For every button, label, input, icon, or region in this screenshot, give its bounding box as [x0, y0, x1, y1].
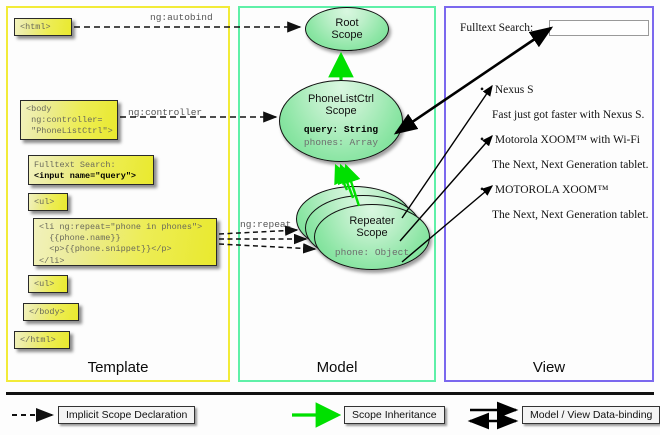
legend-data-binding: Model / View Data-binding: [522, 406, 660, 424]
body-close-box: </body>: [23, 303, 79, 321]
view-search-input[interactable]: [549, 20, 649, 36]
repeater-scope-title-2: Scope: [356, 227, 388, 240]
prop-query-value: String: [343, 124, 379, 136]
view-item-snippet: The Next, Next Generation tablet.: [492, 209, 649, 221]
view-item-name: MOTOROLA XOOM™: [494, 184, 609, 196]
phonelistctrl-scope-title-1: PhoneListCtrl: [307, 92, 375, 105]
view-item-snippet: The Next, Next Generation tablet.: [492, 159, 649, 171]
view-list-item: • MOTOROLA XOOM™: [480, 184, 608, 196]
prop-phone-key: phone:: [334, 246, 370, 258]
view-list-item: • Nexus S: [480, 84, 534, 96]
fulltext-search-code: <input name="query">: [34, 171, 137, 182]
legend-arrow-double: [467, 401, 519, 430]
view-content: Fulltext Search: • Nexus S Fast just got…: [444, 6, 654, 382]
view-inner: Fulltext Search: • Nexus S Fast just got…: [446, 8, 652, 380]
ng-controller-label: ng:controller: [128, 107, 203, 118]
root-scope-title-2: Scope: [331, 29, 363, 41]
li-repeat-box: <li ng:repeat="phone in phones"> {{phone…: [33, 218, 217, 266]
ng-repeat-label: ng:repeat: [240, 219, 292, 230]
html-close-box: </html>: [14, 331, 70, 349]
prop-phones-key: phones:: [303, 136, 344, 148]
html-open-box: <html>: [14, 18, 72, 36]
fulltext-search-box: Fulltext Search: <input name="query">: [28, 155, 154, 185]
root-scope: Root Scope: [305, 7, 389, 51]
ul-open-box: <ul>: [28, 193, 68, 211]
view-search-label: Fulltext Search:: [460, 22, 534, 34]
column-label-view: View: [532, 359, 566, 376]
repeater-scope-title-1: Repeater: [349, 215, 395, 228]
prop-phone-value: Object: [374, 246, 410, 258]
repeater-scope-props: phone: Object: [335, 247, 409, 259]
ng-autobind-label: ng:autobind: [150, 12, 213, 23]
bullet-icon: •: [480, 84, 485, 96]
fulltext-search-label: Fulltext Search:: [34, 160, 116, 170]
body-controller-box: <body ng:controller= "PhoneListCtrl">: [20, 100, 118, 140]
view-item-name: Nexus S: [494, 84, 534, 96]
legend-implicit-scope-declaration: Implicit Scope Declaration: [58, 406, 196, 424]
prop-query-key: query:: [303, 124, 339, 136]
phonelistctrl-scope-title-2: Scope: [325, 105, 357, 118]
column-label-model: Model: [316, 359, 358, 376]
ul-close-box: <ul>: [28, 275, 68, 293]
bullet-icon: •: [480, 134, 485, 146]
legend-divider: [6, 392, 654, 395]
legend-scope-inheritance: Scope Inheritance: [344, 406, 445, 424]
bullet-icon: •: [480, 184, 485, 196]
root-scope-title-1: Root: [335, 16, 359, 29]
view-item-snippet: Fast just got faster with Nexus S.: [492, 109, 645, 121]
prop-phones-value: Array: [349, 136, 379, 148]
repeater-scope: Repeater Scope phone: Object: [314, 204, 430, 270]
phonelistctrl-scope: PhoneListCtrl Scope query: String phones…: [279, 80, 403, 162]
view-list-item: • Motorola XOOM™ with Wi-Fi: [480, 134, 640, 146]
view-item-name: Motorola XOOM™ with Wi-Fi: [494, 134, 640, 146]
phonelistctrl-scope-props: query: String phones: Array: [304, 124, 378, 149]
column-label-template: Template: [87, 359, 149, 376]
